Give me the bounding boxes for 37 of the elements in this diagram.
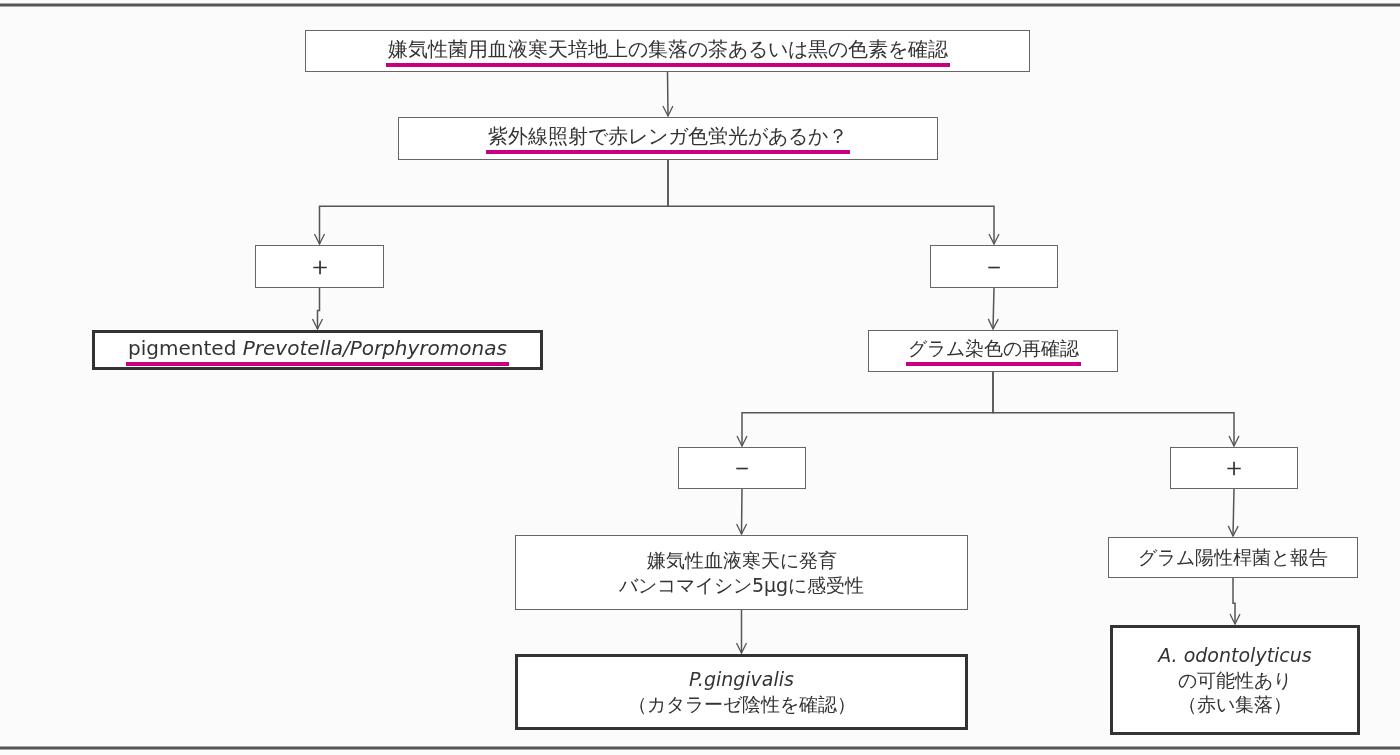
process-box [305, 30, 1030, 72]
node-text: － [981, 249, 1007, 283]
node-text: 紫外線照射で赤レンガ色蛍光があるか？ [486, 123, 850, 154]
arrow [1229, 577, 1241, 625]
result-box [515, 654, 968, 730]
result-box [1110, 625, 1360, 735]
node-text: グラム陽性桿菌と報告 [1138, 545, 1328, 570]
node-text: － [729, 451, 755, 485]
arrow [992, 371, 1240, 447]
species-name: P.gingivalis [689, 667, 794, 692]
node-text: （赤い集落） [1178, 692, 1292, 718]
process-box [515, 535, 968, 610]
result-box [92, 330, 543, 370]
node-text: ＋ [306, 249, 333, 283]
species-name: A. odontolyticus [1158, 642, 1312, 668]
arrow [735, 609, 748, 654]
arrow [735, 488, 748, 535]
arrow [1227, 488, 1239, 537]
process-box [1170, 447, 1298, 489]
arrow [667, 159, 1000, 245]
arrow [662, 71, 674, 117]
process-box [398, 117, 938, 160]
process-box [678, 447, 806, 489]
arrow [987, 287, 999, 330]
node-text: 嫌気性菌用血液寒天培地上の集落の茶あるいは黒の色素を確認 [385, 35, 950, 67]
process-box [868, 330, 1118, 372]
node-text: 嫌気性血液寒天に発育 [646, 547, 837, 573]
process-box [930, 245, 1058, 288]
arrow [311, 287, 324, 330]
node-text: グラム染色の再確認 [905, 336, 1081, 366]
process-box [1108, 537, 1358, 578]
process-box [255, 245, 384, 288]
node-text: pigmented Prevotella/Porphyromonas [126, 334, 509, 366]
node-text: バンコマイシン5μgに感受性 [618, 572, 865, 598]
node-text: ＋ [1221, 451, 1247, 485]
node-text: の可能性あり [1178, 667, 1292, 693]
node-text: （カタラーゼ陰性を確認） [627, 692, 856, 717]
